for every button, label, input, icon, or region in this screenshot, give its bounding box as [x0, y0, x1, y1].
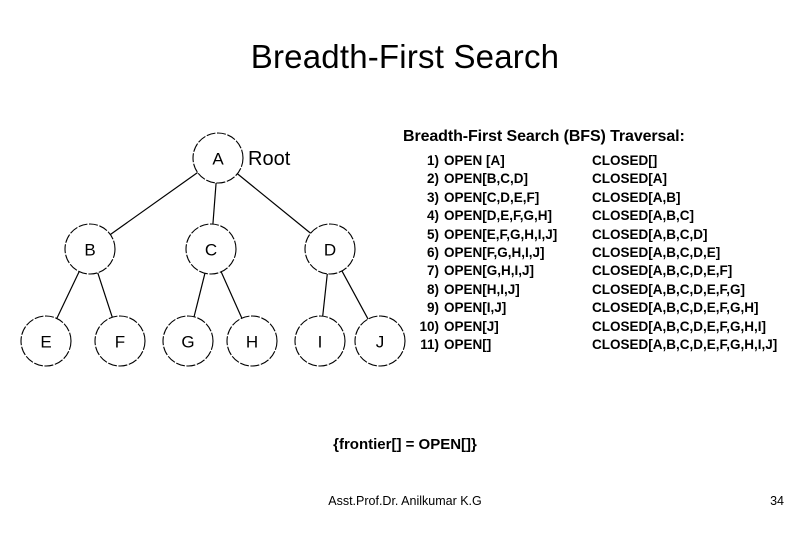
footer-author: Asst.Prof.Dr. Anilkumar K.G: [328, 494, 482, 508]
bfs-step-row: 5) OPEN[E,F,G,H,I,J] CLOSED[A,B,C,D]: [414, 226, 777, 244]
bfs-step-index: 2): [426, 171, 439, 187]
bfs-step-row: 11) OPEN[] CLOSED[A,B,C,D,E,F,G,H,I,J]: [414, 336, 777, 354]
tree-node-h[interactable]: H: [226, 315, 278, 367]
bfs-closed-list: CLOSED[A,B,C,D,E,F,G]: [592, 281, 746, 297]
bfs-open-list: OPEN[B,C,D]: [444, 171, 528, 187]
tree-node-circle-d: [304, 223, 356, 275]
bfs-open-list: OPEN[E,F,G,H,I,J]: [444, 226, 558, 242]
tree-node-g[interactable]: G: [162, 315, 214, 367]
tree-edge-c-h: [220, 271, 243, 319]
bfs-step-index: 5): [426, 226, 439, 242]
bfs-step-index: 10): [419, 318, 439, 334]
bfs-closed-list: CLOSED[A,B]: [592, 189, 681, 205]
bfs-step-index: 6): [426, 245, 439, 261]
bfs-step-index: 1): [426, 153, 439, 168]
bfs-step-row: 10) OPEN[J] CLOSED[A,B,C,D,E,F,G,H,I]: [414, 318, 777, 336]
tree-node-i[interactable]: I: [294, 315, 346, 367]
tree-svg: A B C D E F G H I J Root: [20, 132, 406, 367]
tree-node-circle-b: [64, 223, 116, 275]
bfs-closed-list: CLOSED[A]: [592, 171, 667, 187]
bfs-closed-list: CLOSED[A,B,C,D,E,F]: [592, 263, 733, 279]
tree-node-label-c: C: [205, 241, 217, 260]
tree-node-group: A B C D E F G H I J: [20, 132, 406, 367]
bfs-open-list: OPEN[]: [444, 337, 492, 353]
bfs-open-list: OPEN[H,I,J]: [444, 281, 520, 297]
tree-node-circle-j: [354, 315, 406, 367]
tree-node-label-f: F: [115, 333, 125, 352]
bfs-open-list: OPEN[D,E,F,G,H]: [444, 208, 553, 224]
tree-edge-a-c: [212, 182, 217, 225]
bfs-closed-list: CLOSED[A,B,C,D,E,F,G,H]: [592, 300, 759, 316]
tree-node-label-e: E: [40, 333, 51, 352]
bfs-traversal-panel: Breadth-First Search (BFS) Traversal: 1)…: [403, 128, 803, 354]
bfs-step-index: 9): [426, 300, 439, 316]
tree-node-circle-e: [20, 315, 72, 367]
tree-node-label-a: A: [212, 150, 224, 169]
tree-edge-b-e: [56, 271, 80, 319]
tree-node-f[interactable]: F: [94, 315, 146, 367]
tree-edge-d-j: [341, 270, 369, 320]
bfs-traversal-heading: Breadth-First Search (BFS) Traversal:: [403, 128, 685, 145]
bfs-open-list: OPEN[I,J]: [444, 300, 507, 316]
bfs-step-row: 1) OPEN [A] CLOSED[]: [414, 152, 777, 170]
bfs-closed-list: CLOSED[A,B,C]: [592, 208, 694, 224]
footer-page-number: 34: [770, 494, 784, 508]
bfs-step-index: 3): [426, 189, 439, 205]
bfs-step-index: 4): [426, 208, 439, 224]
bfs-step-row: 4) OPEN[D,E,F,G,H] CLOSED[A,B,C]: [414, 207, 777, 225]
bfs-closed-list: CLOSED[A,B,C,D]: [592, 226, 708, 242]
tree-node-a[interactable]: A: [192, 132, 244, 184]
bfs-step-index: 8): [426, 281, 439, 297]
bfs-step-index: 11): [420, 337, 439, 353]
tree-node-circle-c: [185, 223, 237, 275]
tree-node-label-i: I: [318, 333, 323, 352]
bfs-open-list: OPEN [A]: [444, 153, 505, 168]
page-title: Breadth-First Search: [250, 38, 560, 75]
tree-node-j[interactable]: J: [354, 315, 406, 367]
bfs-tree-diagram: A B C D E F G H I J Root: [0, 110, 410, 390]
bfs-step-row: 7) OPEN[G,H,I,J] CLOSED[A,B,C,D,E,F]: [414, 262, 777, 280]
bfs-step-row: 6) OPEN[F,G,H,I,J] CLOSED[A,B,C,D,E]: [414, 244, 777, 262]
tree-node-label-j: J: [376, 333, 385, 352]
tree-node-label-g: G: [181, 333, 194, 352]
bfs-closed-list: CLOSED[A,B,C,D,E]: [592, 245, 721, 261]
tree-node-e[interactable]: E: [20, 315, 72, 367]
tree-node-circle-i: [294, 315, 346, 367]
tree-edge-a-b: [110, 172, 198, 235]
tree-node-b[interactable]: B: [64, 223, 116, 275]
tree-node-circle-f: [94, 315, 146, 367]
tree-node-circle-a: [192, 132, 244, 184]
tree-node-label-h: H: [246, 333, 258, 352]
bfs-step-row: 9) OPEN[I,J] CLOSED[A,B,C,D,E,F,G,H]: [414, 299, 777, 317]
tree-edge-group: [56, 172, 369, 320]
frontier-equals-open-note: {frontier[] = OPEN[]}: [333, 436, 477, 453]
bfs-closed-list: CLOSED[A,B,C,D,E,F,G,H,I]: [592, 318, 767, 334]
bfs-closed-list: CLOSED[A,B,C,D,E,F,G,H,I,J]: [592, 337, 778, 353]
tree-node-label-d: D: [324, 241, 336, 260]
bfs-step-row: 3) OPEN[C,D,E,F] CLOSED[A,B]: [414, 189, 777, 207]
tree-edge-b-f: [97, 272, 113, 318]
bfs-open-list: OPEN[G,H,I,J]: [444, 263, 535, 279]
tree-node-d[interactable]: D: [304, 223, 356, 275]
tree-edge-a-d: [237, 173, 311, 234]
bfs-open-list: OPEN[J]: [444, 318, 499, 334]
tree-edge-d-i: [322, 273, 328, 317]
tree-node-circle-g: [162, 315, 214, 367]
tree-node-circle-h: [226, 315, 278, 367]
bfs-open-list: OPEN[F,G,H,I,J]: [444, 245, 545, 261]
tree-node-c[interactable]: C: [185, 223, 237, 275]
bfs-step-row: 2) OPEN[B,C,D] CLOSED[A]: [414, 170, 777, 188]
bfs-step-row: 8) OPEN[H,I,J] CLOSED[A,B,C,D,E,F,G]: [414, 281, 777, 299]
bfs-steps-table: 1) OPEN [A] CLOSED[] 2) OPEN[B,C,D] CLOSED[A]…: [414, 152, 777, 354]
bfs-closed-list: CLOSED[]: [592, 153, 658, 168]
bfs-open-list: OPEN[C,D,E,F]: [444, 189, 540, 205]
tree-edge-c-g: [193, 273, 206, 317]
tree-node-label-b: B: [84, 241, 95, 260]
root-label: Root: [248, 148, 291, 170]
bfs-step-index: 7): [426, 263, 439, 279]
